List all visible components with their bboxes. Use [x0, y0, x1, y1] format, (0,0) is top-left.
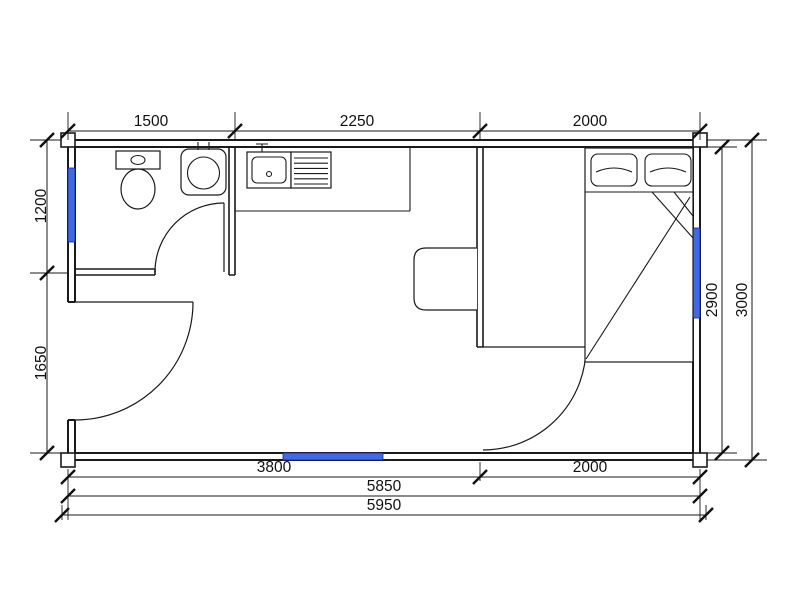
bottom-window	[282, 452, 384, 461]
top-dimension: 1500 2250 2000	[60, 112, 708, 140]
kitchen-sink	[246, 143, 292, 189]
right-window	[692, 227, 701, 319]
corner-bottom-left	[60, 452, 76, 468]
kitchen-counter	[235, 147, 411, 212]
pillow-right	[644, 153, 692, 187]
entrance-door	[74, 301, 194, 421]
pillow-left	[590, 153, 638, 187]
corner-bottom-right	[692, 452, 708, 468]
water-heater	[413, 247, 477, 311]
blanket-fold-diagonal	[585, 196, 691, 360]
right-dimension: 2900 3000	[700, 132, 767, 468]
dim-label-left-1: 1200	[33, 188, 50, 223]
wash-basin	[180, 142, 227, 196]
bottom-dimension: 3800 2000 5850 5950	[54, 459, 714, 523]
dim-label-bottom-1: 3800	[257, 459, 292, 476]
dim-label-bottom-3: 5850	[367, 478, 402, 495]
dim-label-right-1: 2900	[704, 282, 721, 317]
bedroom-door	[482, 346, 587, 451]
dim-label-bottom-2: 2000	[573, 459, 608, 476]
bathroom-door	[154, 202, 225, 273]
dim-label-top-2: 2250	[340, 113, 375, 130]
dim-label-top-3: 2000	[573, 113, 608, 130]
toilet	[115, 150, 161, 210]
bed	[584, 147, 694, 363]
drain-board	[290, 151, 332, 189]
left-window	[67, 167, 76, 243]
dim-label-left-2: 1650	[33, 345, 50, 380]
dim-label-right-2: 3000	[734, 282, 751, 317]
dim-label-bottom-4: 5950	[367, 497, 402, 514]
left-dimension: 1200 1650	[30, 132, 68, 461]
blanket-corner-fold	[651, 191, 694, 239]
dim-label-top-1: 1500	[134, 113, 169, 130]
